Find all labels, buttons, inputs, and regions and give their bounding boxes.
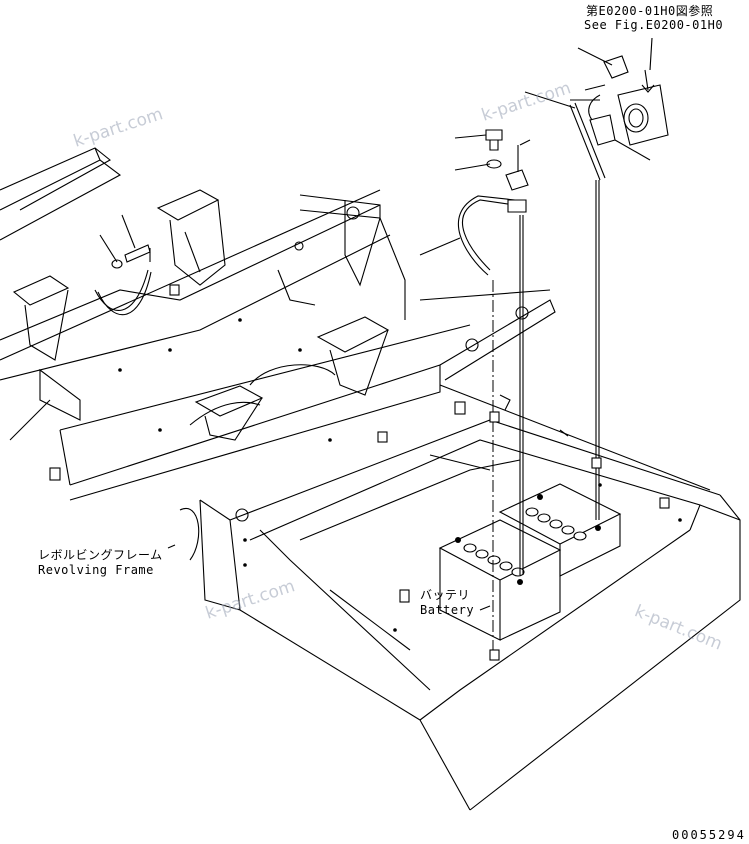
battery-cables (457, 102, 606, 660)
reference-label-jp: 第E0200-01H0図参照 (586, 4, 714, 18)
starter-fitting (524, 47, 669, 161)
battery-cells (463, 507, 587, 577)
revolving-frame-label-en: Revolving Frame (38, 563, 154, 577)
frame-cables (94, 269, 336, 426)
drawing-number: 00055294 (672, 828, 746, 842)
revolving-frame-label-jp: レボルビングフレーム (38, 548, 163, 562)
mount-pedestals (12, 189, 390, 441)
batteries (438, 483, 622, 641)
clamps (49, 284, 670, 661)
leader-lines (167, 37, 653, 611)
top-hardware (454, 129, 531, 213)
frame-holes (118, 318, 682, 632)
battery-label-jp: バッテリ (420, 588, 471, 602)
left-frame-section (0, 147, 556, 501)
battery-label-en: Battery (420, 603, 475, 617)
reference-label-en: See Fig.E0200-01H0 (584, 18, 724, 32)
left-bolt-assembly (99, 214, 151, 269)
